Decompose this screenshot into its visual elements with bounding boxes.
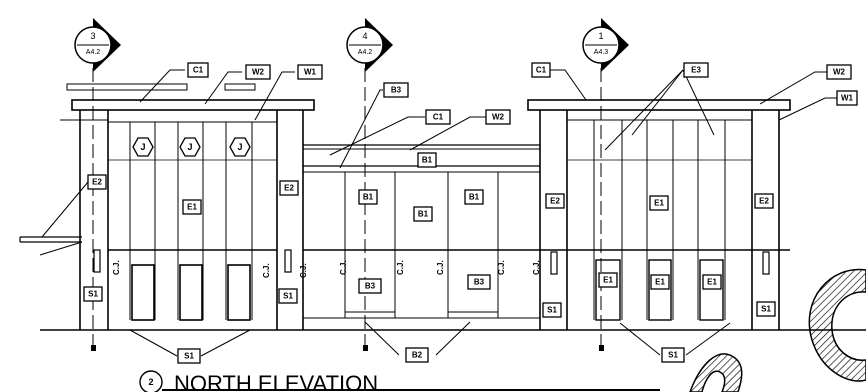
svg-text:B2: B2 [412, 351, 423, 360]
tag-b1-3: B1 [464, 189, 484, 205]
tag-c1-right: C1 [531, 62, 551, 78]
tag-b3-low-1: B3 [358, 278, 382, 294]
tag-e2-right: E2 [754, 193, 774, 209]
tag-e2-mid-right: E2 [545, 193, 565, 209]
right-block [527, 99, 791, 331]
tag-b1-1: B1 [358, 189, 378, 205]
svg-text:E1: E1 [655, 278, 665, 287]
svg-text:W2: W2 [252, 68, 265, 77]
tag-e1-low-1: E1 [598, 272, 618, 288]
title-number: 2 [148, 377, 153, 387]
svg-text:S1: S1 [547, 306, 557, 315]
svg-text:B1: B1 [363, 193, 374, 202]
svg-text:W1: W1 [304, 68, 317, 77]
section-ref-1: 3 A4.2 [74, 18, 121, 72]
hex-tag-2: J [179, 137, 201, 157]
section-ref-3: 1 A4.3 [582, 18, 629, 72]
svg-text:E2: E2 [759, 197, 769, 206]
svg-text:W2: W2 [833, 68, 846, 77]
tag-e1-low-2: E1 [650, 274, 670, 290]
svg-text:B3: B3 [391, 86, 402, 95]
leader-lines [41, 69, 838, 357]
tag-b1-band: B1 [417, 152, 437, 168]
tag-s1-bottom-left: S1 [177, 348, 201, 364]
cj-label: C.J. [396, 260, 405, 275]
section-ref-number: 1 [598, 31, 603, 41]
svg-text:C1: C1 [193, 66, 204, 75]
tag-w2-left: W2 [245, 64, 271, 80]
section-ref-sheet: A4.2 [358, 49, 373, 56]
tag-s1-mid-right: S1 [542, 302, 562, 318]
hex-tag-label: J [187, 142, 192, 152]
middle-block [303, 144, 540, 319]
tag-s1-right: S1 [756, 301, 776, 317]
svg-text:E3: E3 [691, 66, 701, 75]
wall-sconces [93, 249, 770, 275]
tag-b3-low-2: B3 [467, 274, 491, 290]
tag-s1-pier: S1 [278, 288, 298, 304]
control-joint-labels: C.J. C.J. C.J. C.J. C.J. C.J. C.J. C.J. [112, 260, 541, 278]
svg-text:B1: B1 [469, 193, 480, 202]
left-block [19, 83, 315, 331]
cj-label: C.J. [436, 260, 445, 275]
svg-text:B3: B3 [474, 278, 485, 287]
svg-text:E1: E1 [603, 276, 613, 285]
tag-b3-top: B3 [383, 82, 409, 98]
svg-text:E1: E1 [654, 199, 664, 208]
cj-label: C.J. [262, 263, 271, 278]
tag-c1-middle: C1 [425, 109, 451, 125]
tag-c1-left: C1 [187, 62, 209, 78]
svg-text:B1: B1 [422, 156, 433, 165]
cj-label: C.J. [532, 260, 541, 275]
svg-text:W2: W2 [492, 113, 505, 122]
svg-text:E2: E2 [92, 178, 102, 187]
svg-text:W1: W1 [841, 94, 854, 103]
tag-w1-left: W1 [297, 64, 323, 80]
svg-text:C1: C1 [536, 66, 547, 75]
tag-s1-left: S1 [83, 286, 103, 302]
svg-text:E2: E2 [284, 184, 294, 193]
hatched-sweep-graphic [689, 268, 866, 392]
tag-b1-2: B1 [413, 206, 433, 222]
svg-text:B3: B3 [365, 282, 376, 291]
hex-tag-label: J [237, 142, 242, 152]
section-ref-number: 3 [90, 31, 95, 41]
section-ref-sheet: A4.2 [86, 49, 101, 56]
tag-w2-middle: W2 [485, 109, 511, 125]
tag-e2-left: E2 [87, 174, 107, 190]
tag-e1-low-3: E1 [702, 274, 722, 290]
cj-label: C.J. [497, 260, 506, 275]
svg-text:S1: S1 [283, 292, 293, 301]
title-text: NORTH ELEVATION [174, 371, 378, 392]
tag-e1-right: E1 [649, 195, 669, 211]
svg-text:S1: S1 [761, 305, 771, 314]
section-ref-number: 4 [362, 31, 367, 41]
svg-text:E1: E1 [187, 203, 197, 212]
section-ref-2: 4 A4.2 [346, 18, 393, 72]
tag-w1-right: W1 [836, 90, 858, 106]
tag-e3: E3 [683, 62, 709, 78]
hex-tag-label: J [140, 142, 145, 152]
svg-text:S1: S1 [88, 290, 98, 299]
svg-text:B1: B1 [418, 210, 429, 219]
svg-text:E2: E2 [550, 197, 560, 206]
hex-tag-3: J [229, 137, 251, 157]
hex-tag-1: J [132, 137, 154, 157]
svg-text:S1: S1 [668, 351, 678, 360]
tag-w2-right: W2 [826, 64, 852, 80]
svg-text:S1: S1 [184, 352, 194, 361]
tag-b2-bottom: B2 [405, 347, 429, 363]
tag-e1-left: E1 [182, 199, 202, 215]
cj-label: C.J. [339, 260, 348, 275]
tag-s1-bottom-right: S1 [661, 347, 685, 363]
tag-e2-pier: E2 [279, 180, 299, 196]
svg-text:C1: C1 [433, 113, 444, 122]
svg-text:E1: E1 [707, 278, 717, 287]
cj-label: C.J. [112, 260, 121, 275]
section-ref-sheet: A4.3 [594, 49, 609, 56]
cj-label: C.J. [299, 263, 308, 278]
drawing-title: 2 NORTH ELEVATION [139, 370, 660, 392]
